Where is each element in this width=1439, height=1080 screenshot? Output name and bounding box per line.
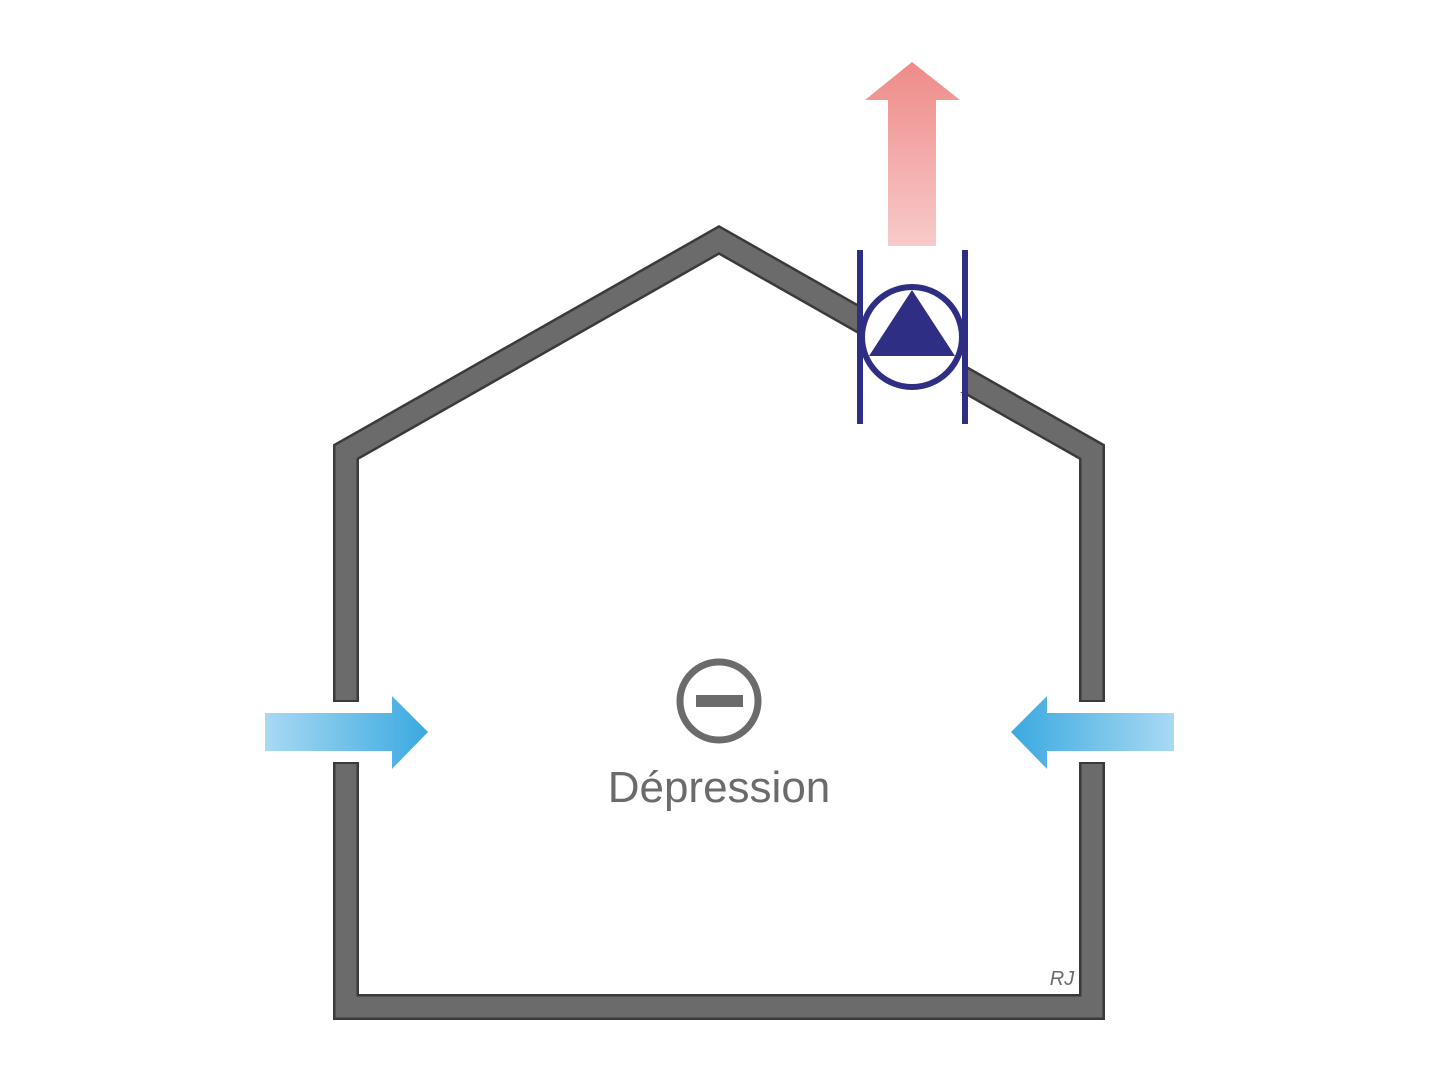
extract-fan-icon — [857, 250, 968, 424]
inlet-arrow-left-icon — [1011, 696, 1174, 769]
house-outline — [333, 225, 1105, 1020]
exhaust-arrow-up-icon — [865, 62, 960, 246]
signature-label: RJ — [1050, 968, 1075, 990]
minus-circle-icon — [676, 658, 762, 744]
house-wall-upper-fill — [335, 227, 1103, 700]
inlet-arrow-right-icon — [265, 696, 428, 769]
pressure-label: Dépression — [608, 763, 831, 812]
house-wall-lower-fill — [335, 764, 1103, 1018]
house-wall-upper — [333, 225, 1105, 702]
